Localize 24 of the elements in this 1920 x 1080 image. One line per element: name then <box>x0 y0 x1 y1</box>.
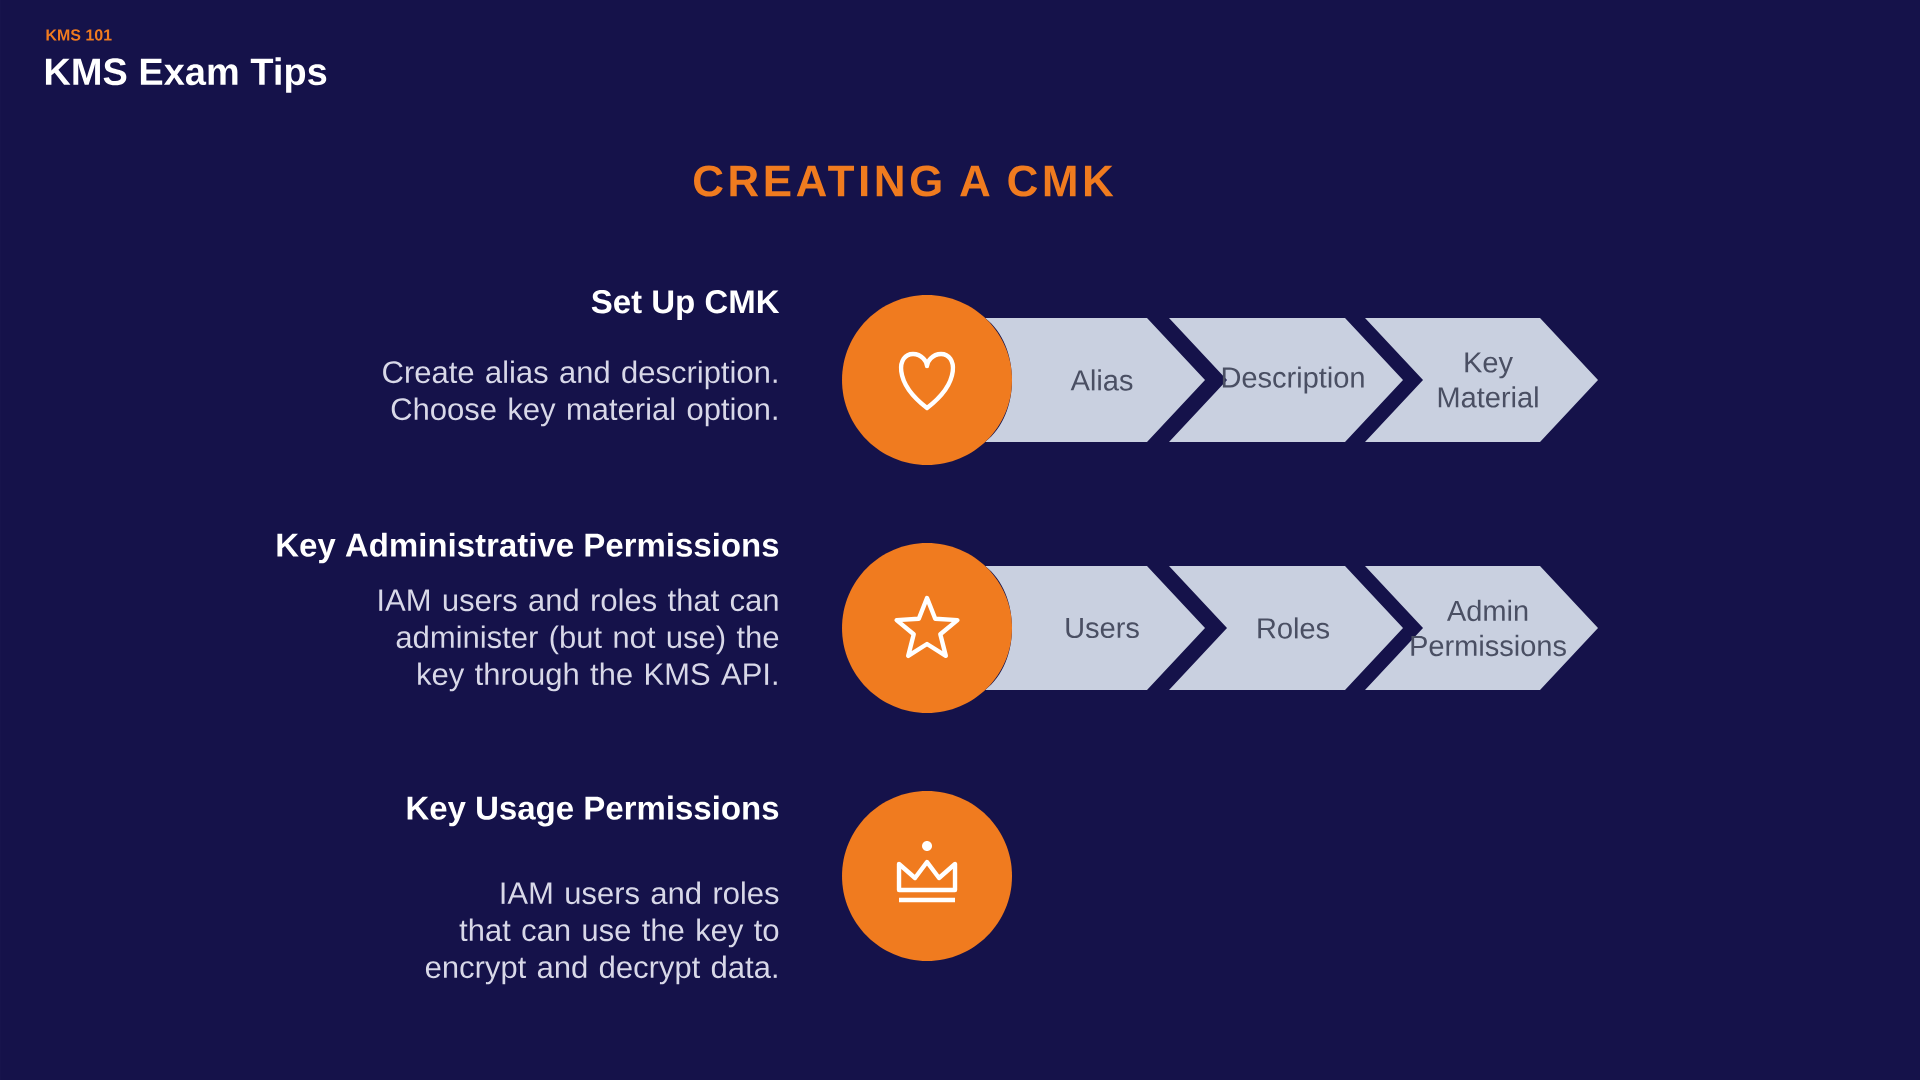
chevron-box: Roles <box>1169 566 1403 690</box>
icon-circle <box>842 295 1012 465</box>
node-label: Description <box>1222 366 1364 394</box>
chevron-box: Alias <box>985 318 1205 442</box>
chevron-box: Description <box>1169 318 1403 442</box>
step-description: IAM users and roles that can administer (but not use) the key through the KMS API. <box>379 588 779 692</box>
step-heading: Key Administrative Permissions <box>277 532 779 564</box>
page-heading: KMS Exam Tips <box>45 57 327 93</box>
icon-circle <box>842 543 1012 713</box>
node-label: Users <box>1066 617 1139 639</box>
chevron-box: Users <box>985 566 1205 690</box>
node-label: Key Material <box>1438 352 1538 408</box>
icon-circle <box>842 791 1012 961</box>
step-description: IAM users and roles that can use the key to encrypt and decrypt data. <box>425 881 779 985</box>
title: CREATING A CMK <box>694 165 1114 197</box>
chevron-box: Key Material <box>1365 318 1598 442</box>
section-label: KMS 101 <box>46 29 112 41</box>
step-heading: Set Up CMK <box>591 290 780 320</box>
step-description: Create alias and description. Choose key material option. <box>383 360 777 427</box>
node-label: Admin Permissions <box>1411 599 1566 657</box>
node-label: Alias <box>1070 369 1133 391</box>
chevron-box: Admin Permissions <box>1365 566 1598 690</box>
node-label: Roles <box>1258 617 1330 639</box>
step-heading: Key Usage Permissions <box>407 795 779 827</box>
